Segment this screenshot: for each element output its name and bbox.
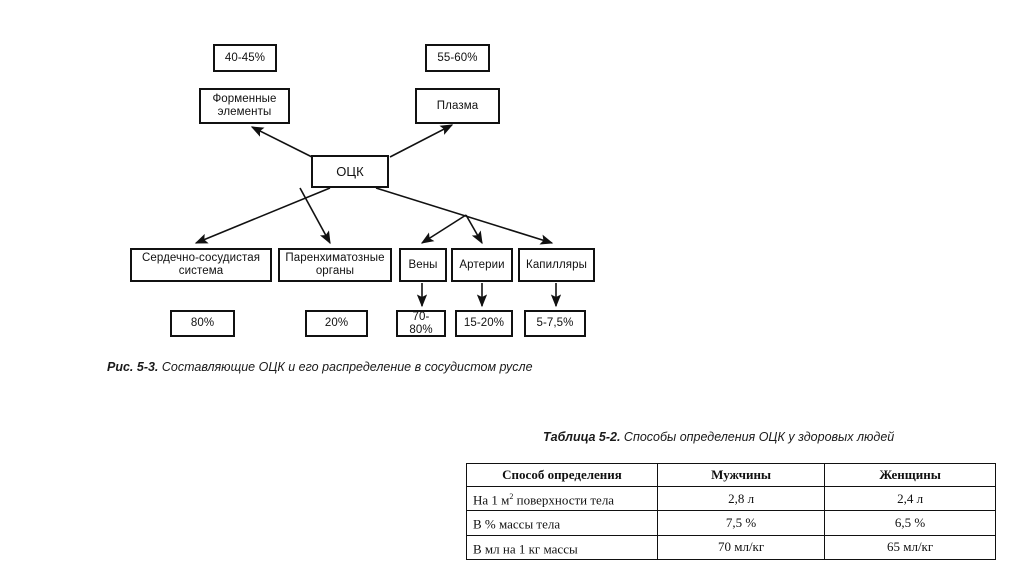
cell-method-post: поверхности тела [513, 492, 615, 508]
column-header-method: Способ определения [466, 463, 658, 487]
node-root-ocb: ОЦК [311, 155, 389, 188]
figure-5-3-diagram: 40-45% 55-60% Форменные элементы Плазма … [130, 44, 595, 337]
node-cardiovascular-system: Сердечно-сосудистая система [130, 248, 272, 282]
node-label: Сердечно-сосудистая система [141, 252, 261, 277]
figure-caption: Рис. 5-3. Составляющие ОЦК и его распред… [107, 360, 533, 374]
node-label: Капилляры [526, 258, 587, 271]
cell-women: 2,4 л [824, 485, 996, 512]
node-percent-cardiovascular: 80% [170, 310, 235, 337]
figure-caption-text: Составляющие ОЦК и его распределение в с… [158, 360, 533, 374]
node-label: Плазма [436, 99, 479, 112]
cell-method-pre: В мл на 1 кг массы [473, 540, 578, 556]
connector-root-to-cardiovascular [194, 187, 331, 244]
cell-method-superscript: 2 [509, 492, 514, 501]
node-percent-parenchymal: 20% [305, 310, 368, 337]
node-capillaries: Капилляры [518, 248, 595, 282]
connector-root-to-plasma [389, 124, 454, 158]
cell-method: На 1 м2 поверхности тела [466, 485, 658, 512]
node-label: Форменные элементы [212, 93, 277, 118]
node-percent-capillaries: 5-7,5% [524, 310, 586, 337]
table-5-2-wrapper: Способ определения Мужчины Женщины На 1 … [466, 463, 996, 560]
node-plasma: Плазма [415, 88, 500, 124]
node-label: 5-7,5% [536, 317, 574, 329]
node-label: Артерии [459, 258, 505, 271]
table-caption-number: Таблица 5-2. [543, 430, 621, 444]
table-row: На 1 м2 поверхности тела 2,8 л 2,4 л [466, 485, 996, 512]
cell-method: В мл на 1 кг массы [466, 534, 658, 560]
node-label: 80% [190, 317, 215, 329]
table-row: В % массы тела 7,5 % 6,5 % [466, 510, 996, 536]
connector-root-to-parenchymal [299, 187, 331, 245]
node-percent-arteries: 15-20% [455, 310, 513, 337]
cell-women: 65 мл/кг [824, 534, 996, 560]
node-parenchymal-organs: Паренхиматозные органы [278, 248, 392, 282]
cell-men: 2,8 л [656, 485, 826, 512]
node-label: 15-20% [463, 317, 505, 329]
node-percent-veins: 70-80% [396, 310, 446, 337]
node-percent-formed-elements: 40-45% [213, 44, 277, 72]
node-label: 70-80% [409, 310, 433, 336]
cell-method: В % массы тела [466, 510, 658, 536]
cell-method-pre: На 1 м [473, 492, 510, 508]
table-caption-text: Способы определения ОЦК у здоровых людей [620, 430, 895, 444]
connector-junction-to-arteries [465, 214, 483, 245]
connector-root-to-capillaries [375, 187, 554, 245]
node-label: ОЦК [336, 164, 364, 179]
node-label: 20% [324, 317, 349, 329]
column-header-women: Женщины [824, 463, 996, 487]
figure-caption-number: Рис. 5-3. [107, 360, 159, 374]
diagram-connector-layer [194, 124, 562, 308]
connector-root-to-formed-elements [250, 126, 313, 158]
node-label: Вены [408, 258, 438, 271]
table-row: В мл на 1 кг массы 70 мл/кг 65 мл/кг [466, 534, 996, 560]
node-arteries: Артерии [451, 248, 513, 282]
node-veins: Вены [399, 248, 447, 282]
column-header-men: Мужчины [656, 463, 826, 487]
node-label: 55-60% [437, 51, 478, 64]
node-percent-plasma: 55-60% [425, 44, 490, 72]
table-5-2: Способ определения Мужчины Женщины На 1 … [466, 463, 996, 560]
node-label: Паренхиматозные органы [285, 252, 385, 277]
connector-junction-to-veins [420, 214, 467, 244]
cell-men: 7,5 % [656, 510, 826, 536]
cell-women: 6,5 % [824, 510, 996, 536]
node-formed-elements: Форменные элементы [199, 88, 290, 124]
cell-men: 70 мл/кг [656, 534, 826, 560]
cell-method-pre: В % массы тела [473, 516, 561, 532]
table-header-row: Способ определения Мужчины Женщины [466, 463, 996, 487]
table-caption: Таблица 5-2. Способы определения ОЦК у з… [543, 430, 894, 444]
node-label: 40-45% [224, 51, 266, 64]
